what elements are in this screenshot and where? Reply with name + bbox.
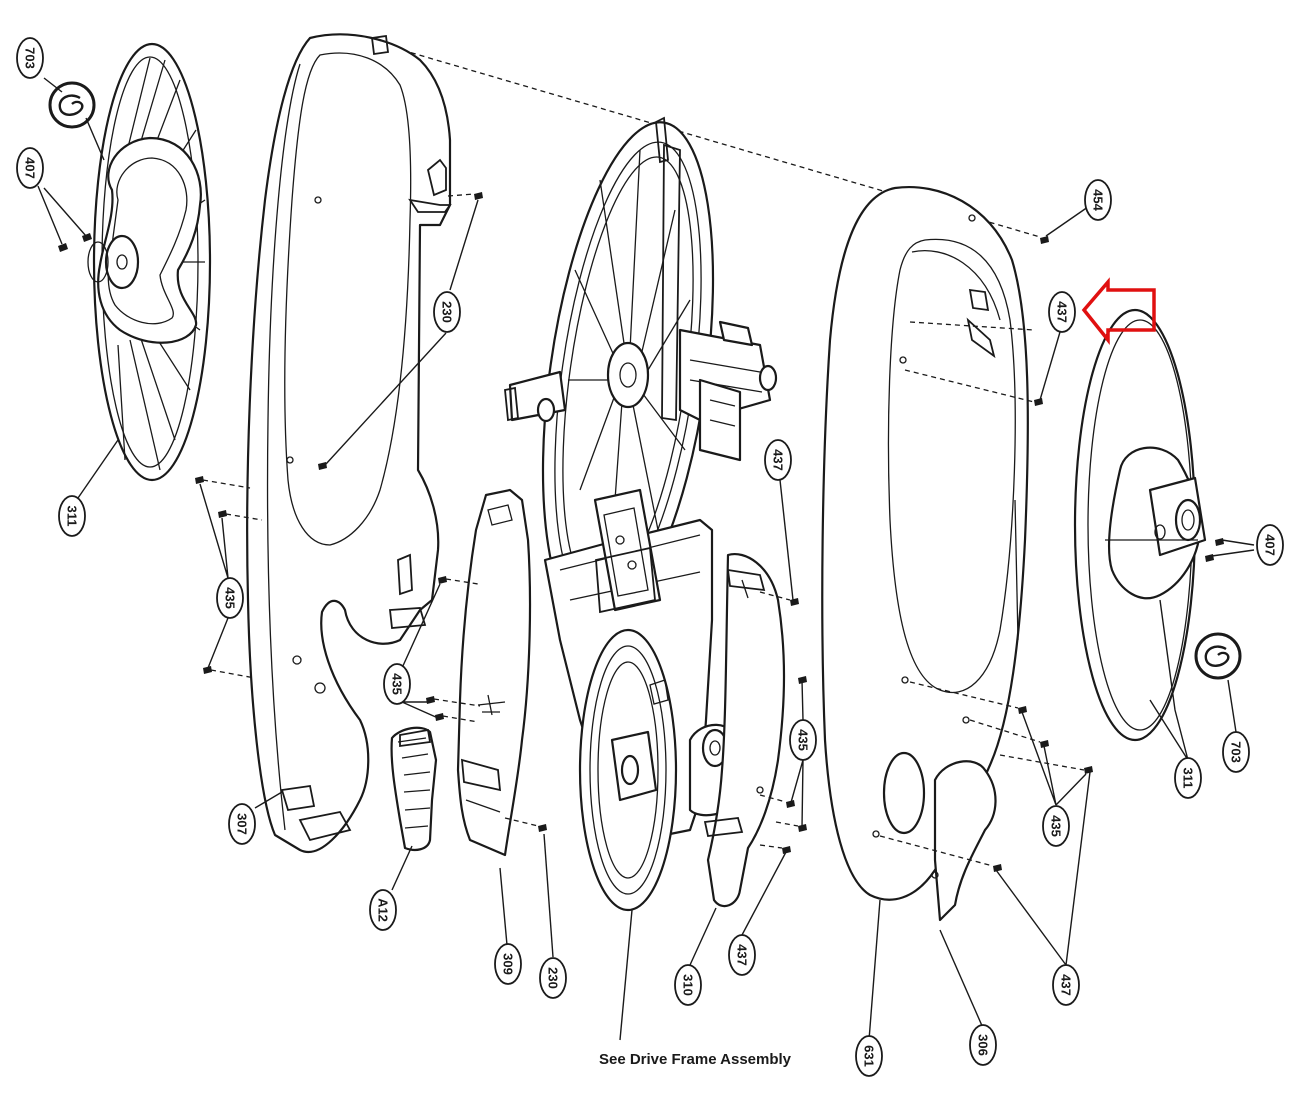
left-flywheel-cover [87,42,212,482]
callout-bubble [789,719,817,761]
callout-bubble [855,1035,883,1077]
callout-437-top-right: 437 [1048,291,1076,333]
callout-435-right: 435 [1042,805,1070,847]
callout-bubble [674,964,702,1006]
callout-bubble [1052,964,1080,1006]
callout-label: 703 [23,47,38,69]
drive-frame-caption: See Drive Frame Assembly [599,1051,792,1068]
callout-407-right: 407 [1256,524,1284,566]
callout-bubble [969,1024,997,1066]
callout-bubble [1042,805,1070,847]
callout-label: 310 [681,974,696,996]
callout-label: 437 [735,944,750,966]
callout-309: 309 [494,943,522,985]
right-shroud-631 [821,186,1029,922]
callout-label: 230 [546,967,561,989]
callout-label: 435 [223,587,238,609]
callout-label: 407 [23,157,38,179]
callout-307: 307 [228,803,256,845]
callout-435-left: 435 [216,577,244,619]
callout-label: 437 [1059,974,1074,996]
callout-435-mid-right: 435 [789,719,817,761]
callout-label: 230 [440,301,455,323]
right-small-cover-310 [703,553,786,908]
callout-label: 437 [771,449,786,471]
callout-bubble [1174,757,1202,799]
callout-bubble [728,934,756,976]
callout-437-right-bottom: 437 [1052,964,1080,1006]
callout-bubble [228,803,256,845]
callout-bubble [1048,291,1076,333]
swirl-logo-icon [58,94,84,116]
callout-bubble [369,889,397,931]
callout-bubble [1222,731,1250,773]
callout-bubble [494,943,522,985]
callout-a12: A12 [369,889,397,931]
callout-454: 454 [1084,179,1112,221]
callout-label: 435 [390,673,405,695]
handle-piece-a12 [390,726,438,851]
callout-437-mid-bottom: 437 [728,934,756,976]
callout-230-left: 230 [433,291,461,333]
drive-frame-assembly [504,116,778,912]
callout-label: 407 [1263,534,1278,556]
callout-bubble [58,495,86,537]
leader-lines [37,77,1255,1041]
callout-435-mid: 435 [383,663,411,705]
callout-bubble [16,147,44,189]
callout-bubble [383,663,411,705]
callout-437-mid-top: 437 [764,439,792,481]
callout-label: 437 [1055,301,1070,323]
callout-label: 631 [862,1045,877,1067]
callout-bubble [1084,179,1112,221]
callout-306: 306 [969,1024,997,1066]
callout-label: A12 [376,898,391,922]
lower-shroud-309 [456,488,532,857]
callout-bubble [1256,524,1284,566]
callout-bubble [216,577,244,619]
callout-407-left: 407 [16,147,44,189]
callout-311-left: 311 [58,495,86,537]
callout-label: 435 [1049,815,1064,837]
callout-bubble [539,957,567,999]
callout-631: 631 [855,1035,883,1077]
callout-bubble [433,291,461,333]
callout-label: 309 [501,953,516,975]
callout-label: 306 [976,1034,991,1056]
callout-label: 454 [1091,189,1106,211]
red-arrow-icon [1081,277,1156,345]
callout-label: 307 [235,813,250,835]
callout-label: 311 [1181,768,1196,789]
callout-label: 435 [796,729,811,751]
callout-703-left: 703 [16,37,44,79]
callout-311-right: 311 [1174,757,1202,799]
callout-310: 310 [674,964,702,1006]
callout-bubble [16,37,44,79]
left-shroud-307 [246,33,452,853]
callout-label: 311 [65,506,80,527]
right-logo-badge [1194,632,1242,680]
swirl-logo-icon-right [1204,645,1230,667]
callout-bubble [764,439,792,481]
left-logo-badge [48,81,96,129]
right-flywheel-cover [1073,308,1207,742]
callout-703-right: 703 [1222,731,1250,773]
callout-label: 703 [1229,741,1244,763]
callout-230-bottom: 230 [539,957,567,999]
